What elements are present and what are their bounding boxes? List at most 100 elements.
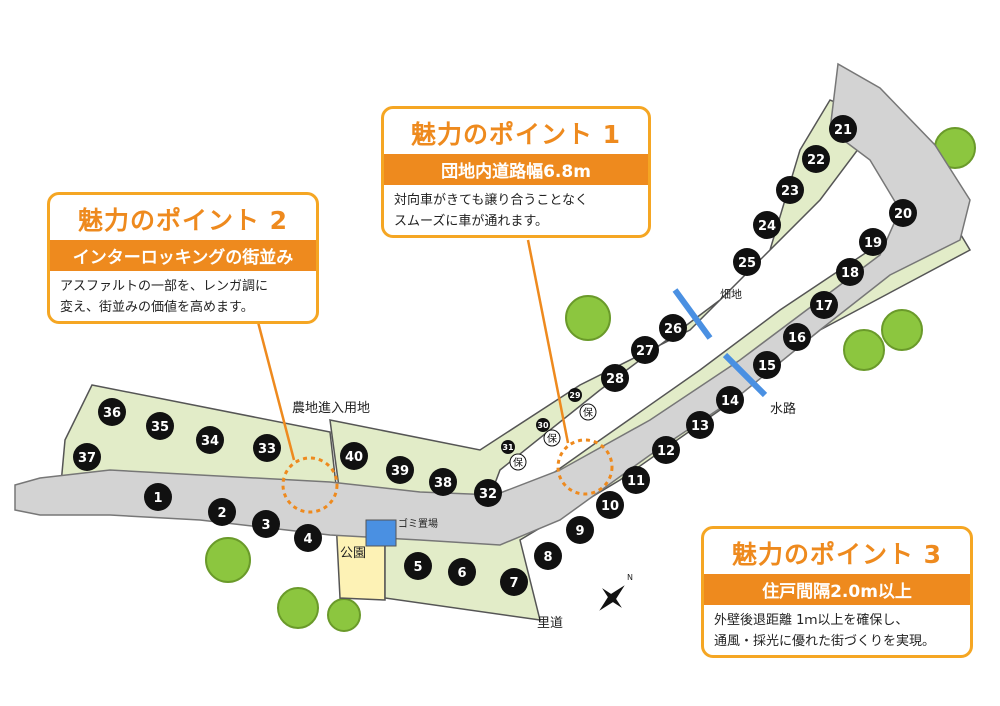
lot-number-text: 37 <box>78 451 96 466</box>
lot-marker-26: 26 <box>659 314 687 342</box>
lot-marker-12: 12 <box>652 436 680 464</box>
lot-marker-10: 10 <box>596 491 624 519</box>
lot-number-text: 28 <box>606 372 624 387</box>
lot-marker-11: 11 <box>622 466 650 494</box>
lot-number-text: 33 <box>258 442 276 457</box>
lot-number-circle <box>686 411 714 439</box>
lot-number-text: 3 <box>261 518 270 533</box>
lot-number-text: 24 <box>758 219 776 234</box>
reserve-mark <box>579 403 597 421</box>
lot-number-text: 8 <box>543 550 552 565</box>
lot-marker-24: 24 <box>753 211 781 239</box>
lot-number-circle <box>252 510 280 538</box>
lot-marker-37: 37 <box>73 443 101 471</box>
lot-number-text: 22 <box>807 153 825 168</box>
lot-marker-23: 23 <box>776 176 804 204</box>
lot-number-circle <box>429 468 457 496</box>
lot-marker-16: 16 <box>783 323 811 351</box>
lot-number-circle <box>534 542 562 570</box>
lot-marker-34: 34 <box>196 426 224 454</box>
lot-number-text: 26 <box>664 322 682 337</box>
lot-marker-15: 15 <box>753 351 781 379</box>
tree-icon <box>843 329 885 371</box>
lot-number-text: 18 <box>841 266 859 281</box>
fire-tank <box>365 519 397 547</box>
callout-3-subtitle: 住戸間隔2.0m以上 <box>704 574 970 605</box>
lot-number-text: 40 <box>345 450 363 465</box>
lot-number-circle <box>404 552 432 580</box>
tree-icon <box>205 537 251 583</box>
lot-number-text: 27 <box>636 344 654 359</box>
lot-marker-14: 14 <box>716 386 744 414</box>
lot-number-text: 17 <box>815 299 833 314</box>
lot-number-text: 20 <box>894 207 912 222</box>
lot-marker-4: 4 <box>294 524 322 552</box>
lot-marker-13: 13 <box>686 411 714 439</box>
lot-number-circle <box>566 516 594 544</box>
lot-number-circle <box>753 351 781 379</box>
lot-number-circle <box>386 456 414 484</box>
reserve-mark-text: 保 <box>583 406 593 419</box>
lot-number-circle <box>836 258 864 286</box>
lot-marker-20: 20 <box>889 199 917 227</box>
lot-number-circle <box>208 498 236 526</box>
lot-number-text: 4 <box>303 532 312 547</box>
leader-line <box>256 321 296 461</box>
reserve-mark <box>509 453 527 471</box>
park-label: 公園 <box>340 546 366 561</box>
lot-number-circle <box>448 558 476 586</box>
lot-number-circle <box>474 479 502 507</box>
lot-number-circle <box>146 412 174 440</box>
lot-number-circle <box>340 442 368 470</box>
lot-marker-25: 25 <box>733 248 761 276</box>
lot-number-text: 15 <box>758 359 776 374</box>
lot-number-text: 36 <box>103 406 121 421</box>
lot-marker-22: 22 <box>802 145 830 173</box>
lot-marker-28: 28 <box>601 364 629 392</box>
lot-number-text: 19 <box>864 236 882 251</box>
village-road-label: 里道 <box>537 616 563 631</box>
compass-n-label: N <box>627 573 633 582</box>
lot-number-circle <box>196 426 224 454</box>
lot-marker-3: 3 <box>252 510 280 538</box>
feature-circle <box>556 438 614 496</box>
lot-number-text: 2 <box>217 506 226 521</box>
lot-number-text: 12 <box>657 444 675 459</box>
lot-number-circle <box>829 115 857 143</box>
lot-number-circle <box>776 176 804 204</box>
lot-number-text: 32 <box>479 487 497 502</box>
callout-3-title: 魅力のポイント 3 <box>731 540 943 569</box>
callout-2-subtitle: インターロッキングの街並み <box>50 240 316 271</box>
lot-marker-7: 7 <box>500 568 528 596</box>
lot-number-circle <box>859 228 887 256</box>
lot-marker-40: 40 <box>340 442 368 470</box>
field-label: 畑地 <box>720 288 742 301</box>
lot-number-text: 23 <box>781 184 799 199</box>
lot-marker-8: 8 <box>534 542 562 570</box>
lot-marker-21: 21 <box>829 115 857 143</box>
lot-number-circle <box>631 336 659 364</box>
lot-number-circle <box>783 323 811 351</box>
callout-1-subtitle: 団地内道路幅6.8m <box>384 154 648 185</box>
farm-access-label: 農地進入用地 <box>292 401 370 416</box>
lot-marker-2: 2 <box>208 498 236 526</box>
lot-marker-9: 9 <box>566 516 594 544</box>
waterway-label: 水路 <box>770 401 796 417</box>
garbage-label: ゴミ置場 <box>398 517 438 530</box>
lot-number-text: 7 <box>509 576 518 591</box>
lot-number-circle <box>601 364 629 392</box>
lot-marker-39: 39 <box>386 456 414 484</box>
lot-number-text: 21 <box>834 123 852 138</box>
lot-number-circle <box>500 568 528 596</box>
lot-marker-17: 17 <box>810 291 838 319</box>
lot-number-text: 38 <box>434 476 452 491</box>
lot-marker-29: 29保 <box>568 388 597 421</box>
compass-icon <box>599 585 625 611</box>
leader-line <box>526 239 570 444</box>
callout-2-desc: アスファルトの一部を、レンガ調に 変え、街並みの価値を高めます。 <box>60 279 269 315</box>
lot-number-text: 16 <box>788 331 806 346</box>
lot-marker-19: 19 <box>859 228 887 256</box>
